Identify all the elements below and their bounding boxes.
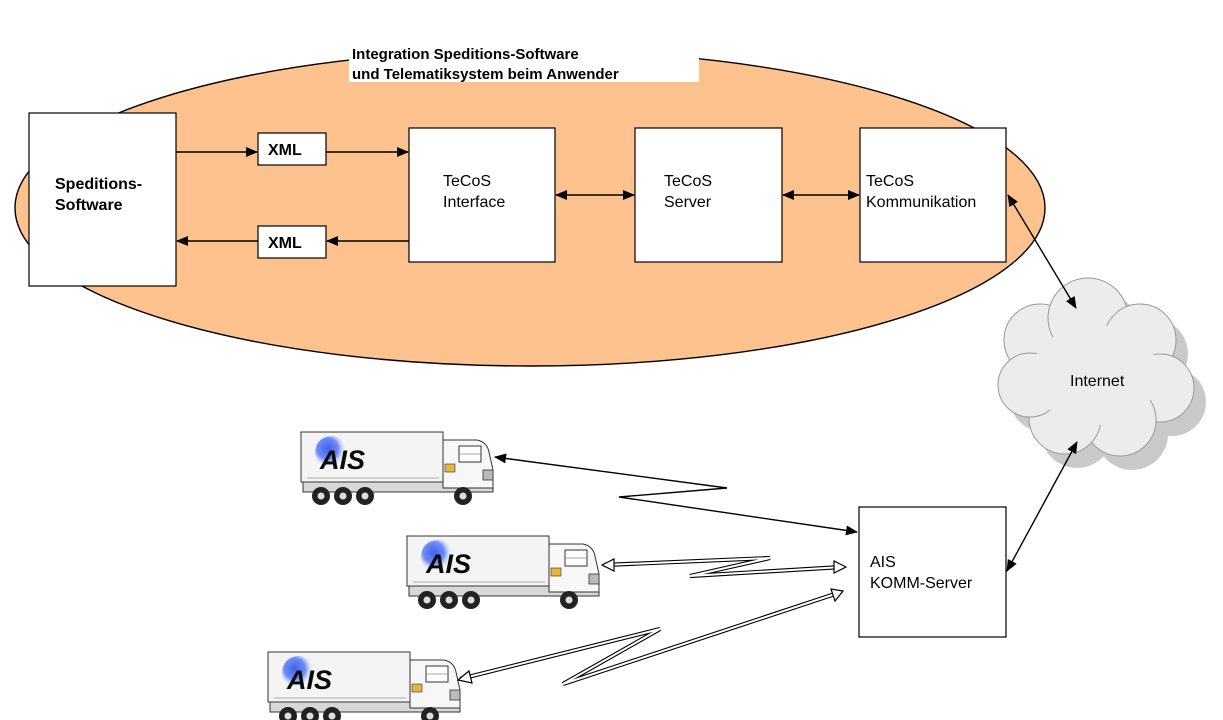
internet-cloud: Internet <box>997 277 1206 470</box>
ais-server-line-1: AIS <box>870 554 896 571</box>
speditions-label-line-1: Speditions- <box>55 176 142 193</box>
arrow-komm-internet <box>1007 194 1077 309</box>
truck-2-logo: AIS <box>425 549 471 579</box>
tecos-komm-line-2: Kommunikation <box>866 194 976 211</box>
xml-box-bottom: XML <box>257 225 327 259</box>
radio-link-truck-1 <box>494 453 858 536</box>
truck-1-logo: AIS <box>319 445 365 475</box>
tecos-server-line-1: TeCoS <box>664 173 712 190</box>
arrow-server-internet <box>1006 441 1078 572</box>
truck-2: AIS <box>406 535 600 610</box>
radio-link-truck-2 <box>600 555 848 579</box>
tecos-komm-line-1: TeCoS <box>866 173 914 190</box>
tecos-server-line-2: Server <box>664 194 712 211</box>
title-line-1: Integration Speditions-Software <box>352 46 579 63</box>
speditions-label-line-2: Software <box>55 197 123 214</box>
xml-bottom-label: XML <box>268 235 302 252</box>
tecos-kommunikation-box: TeCoS Kommunikation <box>859 127 1007 263</box>
truck-1: AIS <box>300 431 494 506</box>
diagram-title: Integration Speditions-Software und Tele… <box>349 42 699 83</box>
xml-box-top: XML <box>257 132 327 166</box>
truck-3-logo: AIS <box>286 665 332 695</box>
tecos-interface-line-2: Interface <box>443 194 505 211</box>
tecos-interface-line-1: TeCoS <box>443 173 491 190</box>
ais-server-line-2: KOMM-Server <box>870 575 973 592</box>
ais-komm-server-box: AIS KOMM-Server <box>858 506 1007 638</box>
truck-3: AIS <box>267 651 461 720</box>
speditions-software-box: Speditions- Software <box>28 112 177 287</box>
tecos-interface-box: TeCoS Interface <box>408 127 556 263</box>
title-line-2: und Telematiksystem beim Anwender <box>352 66 619 83</box>
xml-top-label: XML <box>268 142 302 159</box>
internet-label: Internet <box>1070 373 1125 390</box>
tecos-server-box: TeCoS Server <box>634 127 783 263</box>
radio-link-truck-3 <box>456 588 845 686</box>
